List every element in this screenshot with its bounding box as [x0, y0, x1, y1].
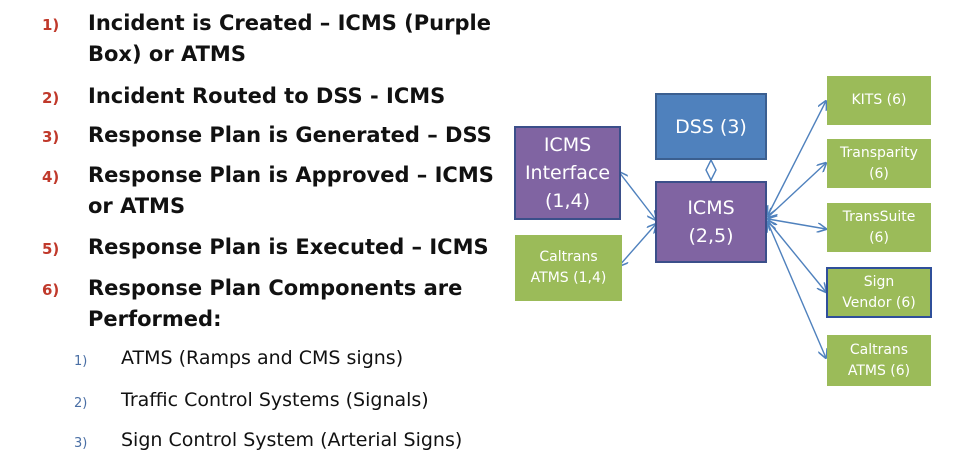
icms-interface-line-3: (1,4)	[544, 190, 591, 212]
link-icms-transsuite	[768, 219, 826, 229]
dss-label: DSS (3)	[675, 115, 747, 138]
step-5-line-1: Response Plan is Executed – ICMS	[88, 235, 489, 259]
sign-vendor-box: Sign Vendor (6)	[826, 267, 932, 318]
step-3-line-1: Response Plan is Generated – DSS	[88, 123, 492, 147]
caltrans-atms-right-line-1: Caltrans	[849, 341, 909, 358]
transsuite-line-1: TransSuite	[842, 208, 916, 225]
icms-interface-box: ICMS Interface (1,4)	[514, 126, 621, 220]
substep-number: 1)	[74, 354, 88, 369]
transparity-line-1: Transparity	[840, 144, 918, 161]
step-number: 5)	[42, 240, 60, 258]
step-4-line-2: or ATMS	[88, 194, 186, 218]
sign-vendor-line-1: Sign	[863, 273, 895, 290]
dss-icms-diamond	[705, 158, 717, 182]
icms-box: ICMS (2,5)	[655, 181, 767, 263]
link-icms-transparity	[768, 163, 826, 217]
step-4-line-1: Response Plan is Approved – ICMS	[88, 163, 494, 187]
kits-box: KITS (6)	[827, 76, 931, 125]
caltrans-atms-left-line-2: ATMS (1,4)	[530, 270, 607, 286]
step-number: 6)	[42, 281, 60, 299]
substep-number: 3)	[74, 436, 88, 451]
step-number: 1)	[42, 16, 60, 34]
step-number: 4)	[42, 168, 60, 186]
step-5-text: Response Plan is Executed – ICMS	[88, 232, 489, 263]
step-1-line-2: Box) or ATMS	[88, 42, 246, 66]
step-6-line-1: Response Plan Components are	[88, 276, 463, 300]
substep-2-text: Traffic Control Systems (Signals)	[121, 389, 429, 411]
link-interface-icms	[619, 172, 656, 220]
icms-interface-line-1: ICMS	[543, 134, 592, 156]
caltrans-atms-left-line-1: Caltrans	[539, 249, 598, 265]
transparity-box: Transparity (6)	[827, 139, 931, 188]
dss-box: DSS (3)	[655, 93, 767, 160]
icms-interface-line-2: Interface	[524, 162, 611, 184]
step-3-text: Response Plan is Generated – DSS	[88, 120, 492, 151]
caltrans-atms-right-box: Caltrans ATMS (6)	[827, 335, 931, 386]
step-1-text: Incident is Created – ICMS (Purple Box) …	[88, 8, 491, 70]
link-caltrans-icms	[619, 224, 656, 266]
transsuite-line-2: (6)	[869, 229, 889, 246]
icms-line-1: ICMS	[687, 197, 735, 219]
kits-label: KITS (6)	[851, 92, 907, 108]
caltrans-atms-left-box: Caltrans ATMS (1,4)	[515, 235, 622, 301]
substep-number: 2)	[74, 396, 88, 411]
transsuite-box: TransSuite (6)	[827, 203, 931, 252]
step-2-text: Incident Routed to DSS - ICMS	[88, 81, 445, 112]
step-1-line-1: Incident is Created – ICMS (Purple	[88, 11, 491, 35]
transparity-line-2: (6)	[869, 165, 889, 182]
step-6-line-2: Performed:	[88, 307, 222, 331]
link-icms-caltrans-right	[768, 223, 826, 358]
icms-line-2: (2,5)	[688, 225, 734, 247]
sign-vendor-line-2: Vendor (6)	[842, 294, 916, 311]
substep-3-text: Sign Control System (Arterial Signs)	[121, 429, 463, 451]
caltrans-atms-right-line-2: ATMS (6)	[847, 362, 911, 379]
step-6-text: Response Plan Components are Performed:	[88, 273, 462, 335]
link-icms-kits	[768, 101, 826, 215]
substep-1-text: ATMS (Ramps and CMS signs)	[121, 347, 404, 369]
step-number: 2)	[42, 89, 60, 107]
step-4-text: Response Plan is Approved – ICMS or ATMS	[88, 160, 494, 222]
step-2-line-1: Incident Routed to DSS - ICMS	[88, 84, 446, 108]
step-number: 3)	[42, 128, 60, 146]
link-icms-signvendor	[768, 221, 826, 292]
